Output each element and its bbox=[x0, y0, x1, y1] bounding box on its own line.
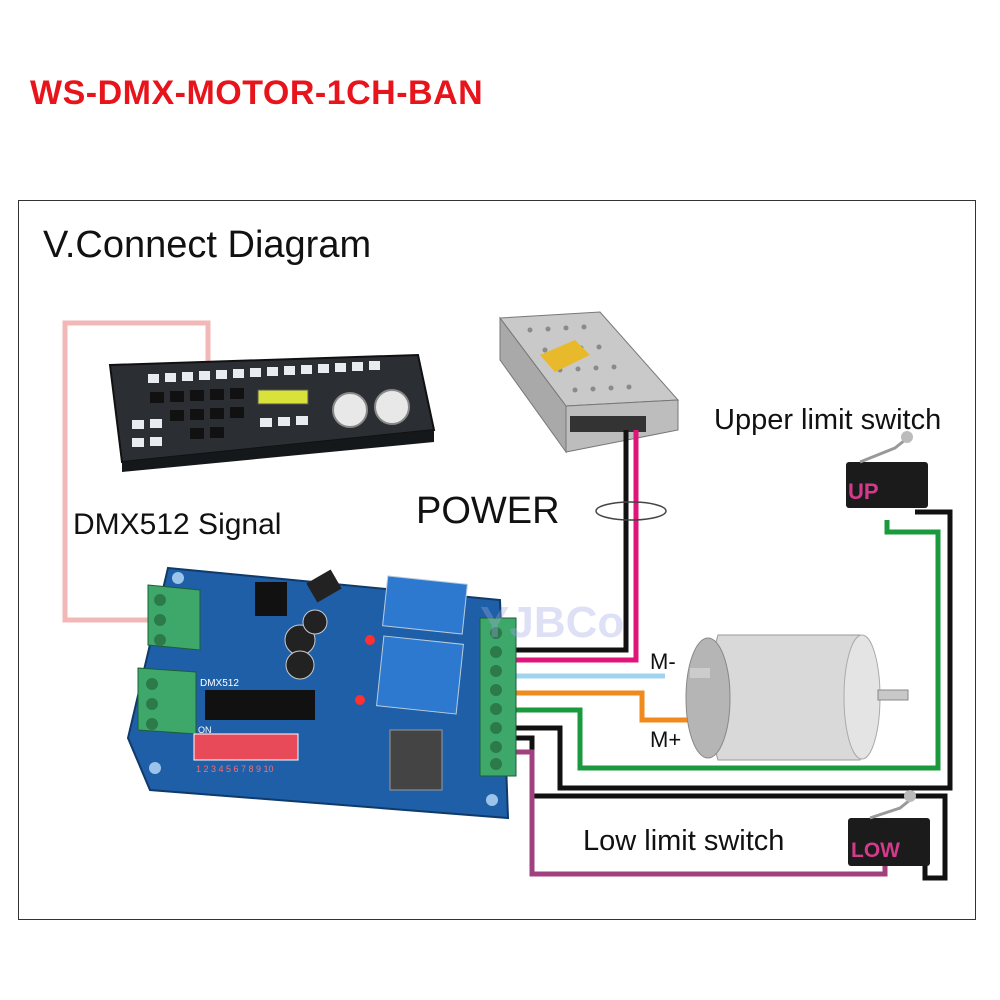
power-cable-black bbox=[510, 430, 629, 653]
board-dmx512-text: DMX512 bbox=[200, 678, 239, 689]
low-switch-text: LOW bbox=[851, 839, 900, 862]
dc-motor bbox=[685, 634, 909, 761]
power-cable-ring bbox=[595, 501, 667, 521]
power-supply bbox=[499, 311, 680, 454]
dip-on-text: ON bbox=[198, 725, 212, 735]
low-limit-switch bbox=[848, 790, 930, 866]
motor-plus-wire bbox=[510, 690, 690, 723]
low-switch-purple-wire bbox=[510, 749, 888, 877]
dmx-signal-cable bbox=[62, 320, 211, 623]
controller-board bbox=[126, 566, 517, 820]
upper-switch-black-wire bbox=[510, 509, 953, 791]
motor-minus-label: M- bbox=[650, 649, 676, 674]
upper-limit-switch bbox=[846, 431, 928, 508]
dmx-signal-label: DMX512 Signal bbox=[73, 508, 282, 541]
product-title: WS-DMX-MOTOR-1CH-BAN bbox=[30, 74, 484, 112]
up-switch-text: UP bbox=[848, 479, 879, 504]
dmx-console bbox=[108, 353, 436, 472]
dip-number-text: 1 2 3 4 5 6 7 8 9 10 bbox=[196, 764, 274, 774]
diagram-heading: V.Connect Diagram bbox=[43, 224, 372, 266]
upper-switch-green-wire bbox=[510, 520, 941, 771]
motor-plus-label: M+ bbox=[650, 727, 682, 752]
low-limit-switch-label: Low limit switch bbox=[583, 825, 785, 857]
diagram-frame bbox=[18, 200, 976, 920]
watermark: YJBCo bbox=[480, 598, 625, 647]
upper-limit-switch-label: Upper limit switch bbox=[714, 404, 942, 436]
power-cable-pink bbox=[510, 430, 639, 663]
power-label: POWER bbox=[416, 490, 560, 532]
low-switch-black-wire bbox=[510, 735, 948, 881]
